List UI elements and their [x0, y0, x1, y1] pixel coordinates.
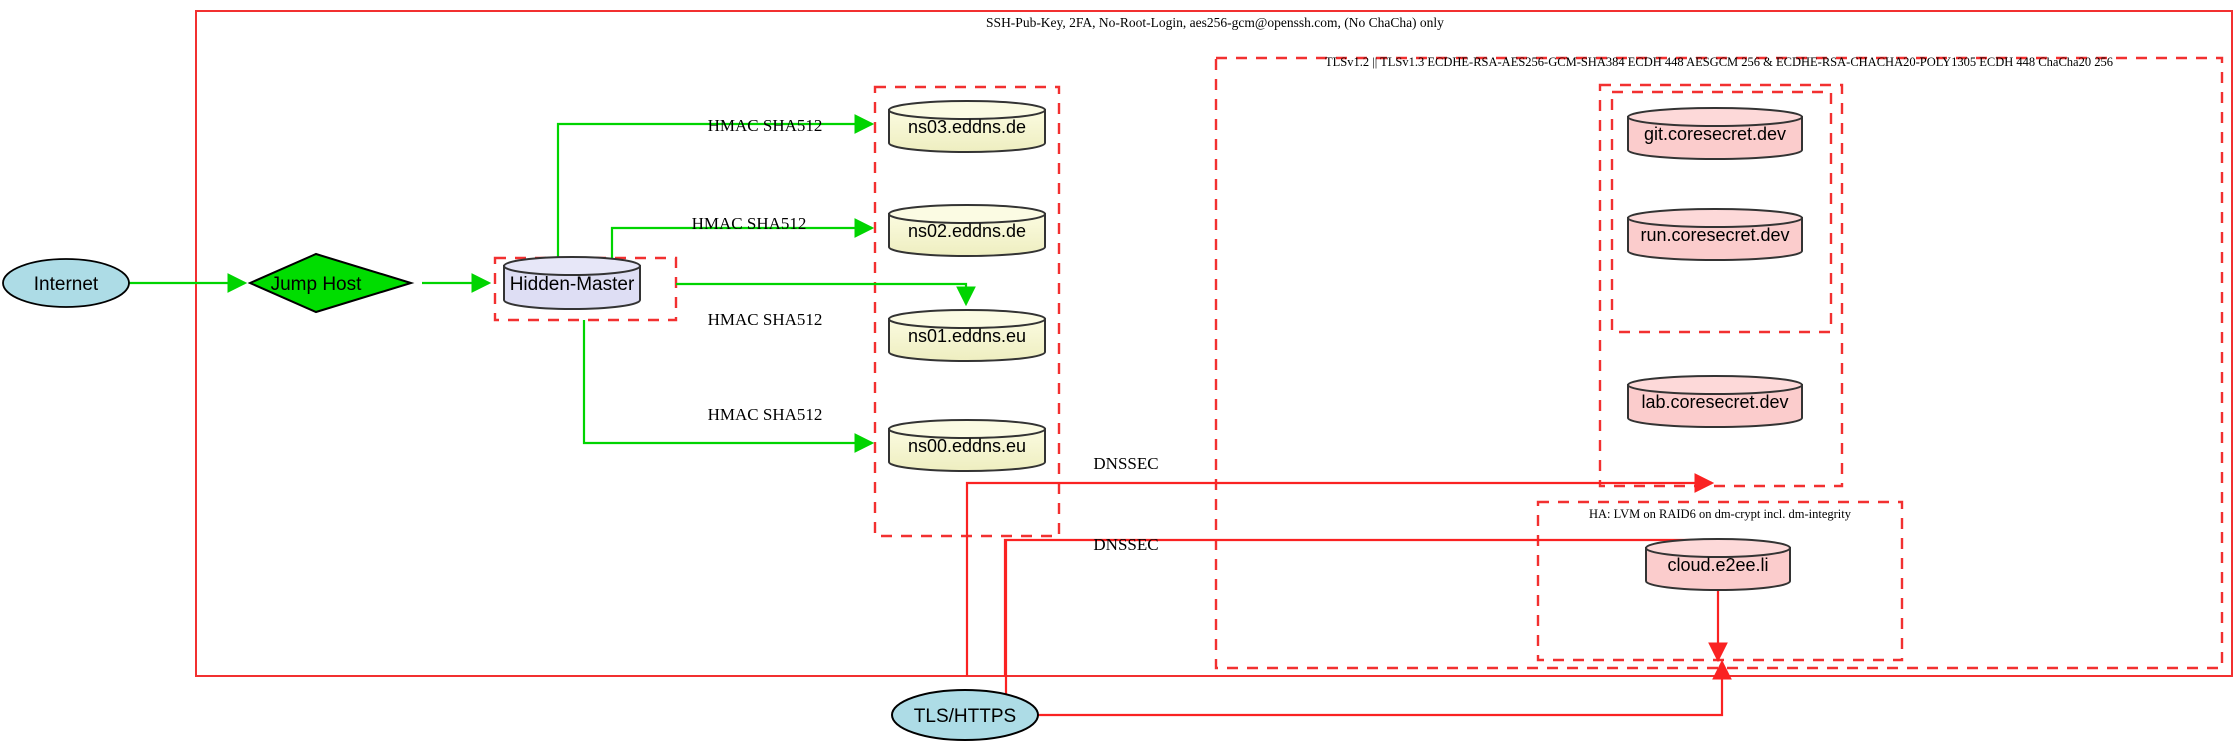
node-run-label: run.coresecret.dev [1640, 225, 1789, 245]
edge-dnssec-upper [965, 473, 1715, 676]
ssh-boundary-box [195, 10, 2233, 677]
node-cloud-label: cloud.e2ee.li [1667, 555, 1768, 575]
edge-label-hmac-ns00: HMAC SHA512 [708, 405, 823, 424]
edge-label-dnssec-lower: DNSSEC [1093, 535, 1158, 554]
node-git-label: git.coresecret.dev [1644, 124, 1786, 144]
node-cloud-e2ee[interactable]: cloud.e2ee.li [1645, 538, 1791, 591]
node-ns01-label: ns01.eddns.eu [908, 326, 1026, 346]
edge-label-hmac-ns02: HMAC SHA512 [692, 214, 807, 233]
node-tls-https-label: TLS/HTTPS [914, 706, 1016, 727]
ha-boundary-label: HA: LVM on RAID6 on dm-crypt incl. dm-in… [1589, 507, 1852, 521]
coresecret-inner-box [1610, 90, 1833, 334]
edge-hm-ns01 [676, 282, 976, 307]
node-hidden-master-label: Hidden-Master [510, 274, 635, 295]
edge-label-hmac-ns01: HMAC SHA512 [708, 310, 823, 329]
node-jump-host[interactable]: Jump Host [247, 252, 415, 314]
tls-boundary-label: TLSv1.2 || TLSv1.3 ECDHE-RSA-AES256-GCM-… [1325, 55, 2113, 69]
node-ns03[interactable]: ns03.eddns.de [888, 100, 1046, 153]
ssh-boundary-label: SSH-Pub-Key, 2FA, No-Root-Login, aes256-… [986, 15, 1444, 30]
node-ns02[interactable]: ns02.eddns.de [888, 204, 1046, 257]
node-tls-https[interactable]: TLS/HTTPS [891, 689, 1039, 741]
edge-label-dnssec-upper: DNSSEC [1093, 454, 1158, 473]
edge-dnssec-lower [1003, 538, 1728, 676]
node-ns00[interactable]: ns00.eddns.eu [888, 419, 1046, 472]
coresecret-outer-box [1598, 83, 1844, 488]
node-ns00-label: ns00.eddns.eu [908, 436, 1026, 456]
node-hidden-master[interactable]: Hidden-Master [503, 256, 641, 310]
node-lab-label: lab.coresecret.dev [1641, 392, 1788, 412]
node-internet-label: Internet [34, 274, 99, 295]
node-lab-coresecret[interactable]: lab.coresecret.dev [1627, 375, 1803, 428]
edge-hm-ns02 [610, 218, 875, 262]
edge-label-hmac-ns03: HMAC SHA512 [708, 116, 823, 135]
edge-hm-ns00 [582, 320, 875, 453]
edge-hm-ns03 [556, 114, 875, 262]
node-jump-host-label: Jump Host [271, 274, 363, 295]
node-ns03-label: ns03.eddns.de [908, 117, 1026, 137]
edge-tls-https-route [1038, 659, 1732, 717]
node-ns01[interactable]: ns01.eddns.eu [888, 309, 1046, 362]
node-ns02-label: ns02.eddns.de [908, 221, 1026, 241]
tls-boundary-box [1214, 56, 2224, 670]
node-git-coresecret[interactable]: git.coresecret.dev [1627, 107, 1803, 160]
node-internet[interactable]: Internet [2, 258, 130, 308]
node-run-coresecret[interactable]: run.coresecret.dev [1627, 208, 1803, 261]
